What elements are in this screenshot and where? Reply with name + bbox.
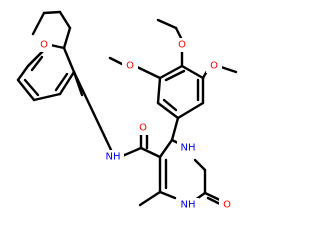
bond [31,11,46,36]
bond [180,64,205,80]
bond [72,70,114,154]
atom-nh-ring-upper: NH [181,143,196,154]
atom-o-methoxy-right: O [210,61,218,72]
bond [176,101,205,120]
bond [156,18,178,30]
bond [139,146,162,159]
bond [16,64,30,82]
atom-nh-ring-lower: NH [181,200,196,211]
structure-diagram: O NH O O O O NH NH O [16,10,238,212]
molecule-canvas: O NH O O O O NH NH O [16,10,238,212]
atom-o-urea: O [223,200,231,211]
bond [58,10,72,30]
bond [203,191,222,202]
bond [156,76,162,105]
bond [138,190,162,207]
bond [62,46,76,74]
bond [133,64,162,80]
bond [193,158,207,172]
bond [164,69,186,82]
bond [158,190,177,200]
bond [30,55,44,72]
bond [170,116,180,142]
bond [62,26,72,50]
bond [42,10,62,15]
bond [156,101,180,120]
atom-o-methoxy-top: O [178,40,186,51]
bond [26,48,46,68]
bond [16,78,36,102]
atom-o-methoxy-left: O [126,61,134,72]
bond [32,92,62,102]
bond [162,98,178,112]
atom-nh-amide: NH [106,152,121,163]
bond [58,70,76,96]
bond [23,78,40,97]
bond [158,64,184,80]
atom-labels: O NH O O O O NH NH O [36,38,235,212]
bond [54,72,69,92]
atom-o-amide: O [139,123,147,134]
atom-o-ethoxy: O [40,40,48,51]
bond [158,138,174,159]
